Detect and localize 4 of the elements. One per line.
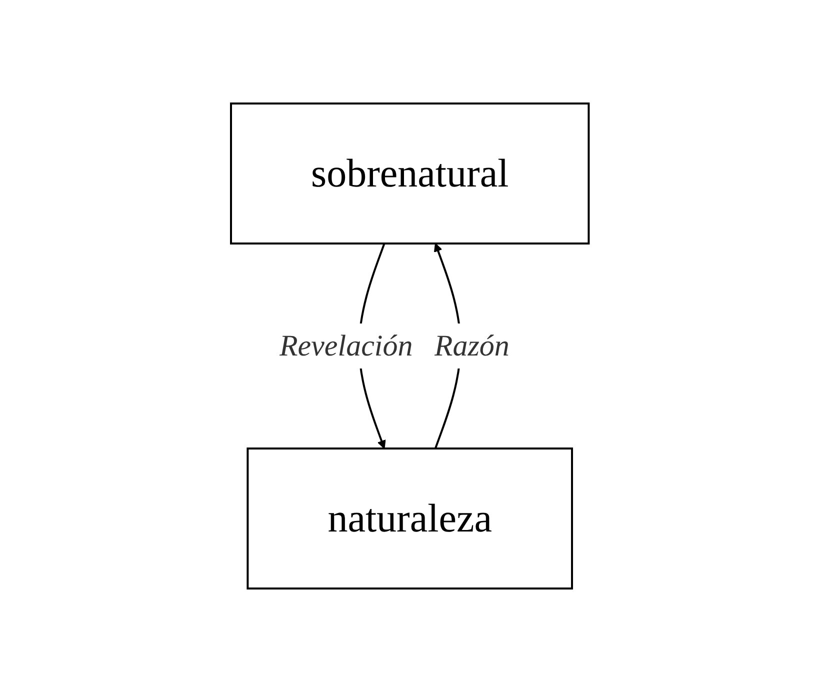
edge-label: Revelación [280, 329, 413, 362]
node-box: sobrenatural [230, 102, 590, 244]
edge-label: Razón [434, 329, 510, 362]
node-box: naturaleza [246, 447, 574, 589]
